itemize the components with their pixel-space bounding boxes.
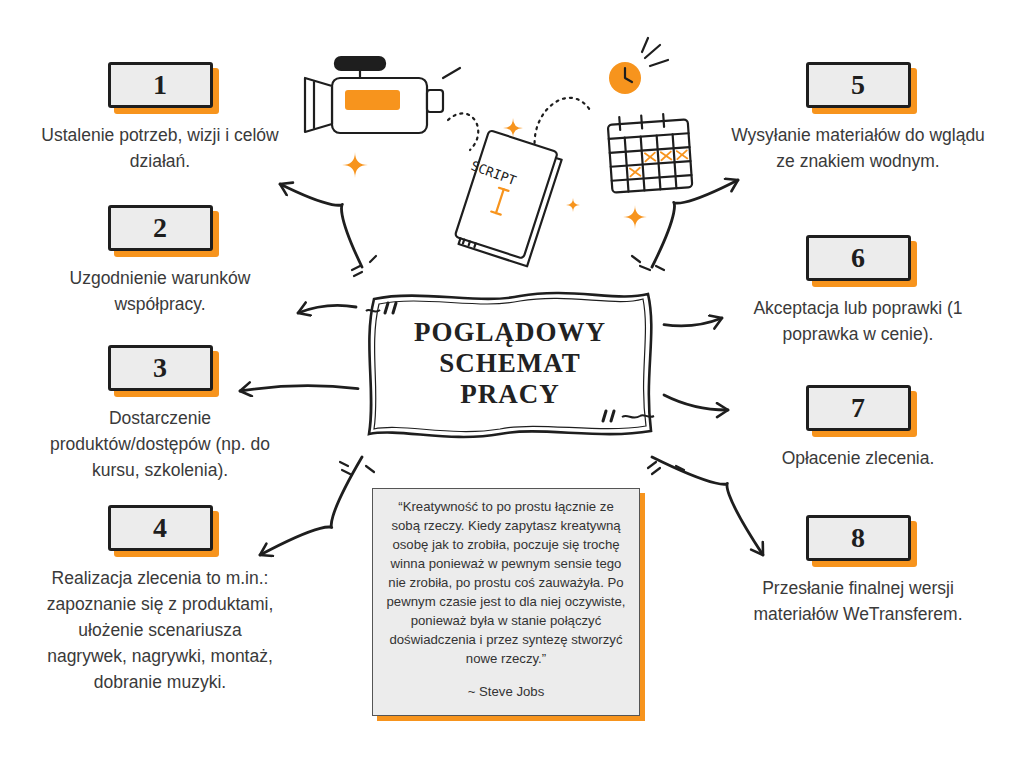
title-text: POGLĄDOWY SCHEMAT PRACY: [395, 317, 625, 410]
step-number: 4: [108, 505, 213, 551]
step-text: Akceptacja lub poprawki (1 poprawka w ce…: [728, 295, 988, 347]
step-number: 5: [806, 62, 911, 108]
step-node: 6Akceptacja lub poprawki (1 poprawka w c…: [728, 235, 988, 347]
curly-arrow: [664, 318, 722, 326]
quote-author: ~ Steve Jobs: [385, 682, 627, 701]
step-node: 5Wysyłanie materiałów do wglądu ze znaki…: [728, 62, 988, 174]
step-node: 4Realizacja zlecenia to m.in.: zapoznani…: [40, 505, 280, 695]
step-node: 7Opłacenie zlecenia.: [728, 385, 988, 471]
step-node: 1Ustalenie potrzeb, wizji i celów działa…: [30, 62, 290, 174]
step-text: Dostarczenie produktów/dostępów (np. do …: [30, 405, 290, 483]
step-node: 3Dostarczenie produktów/dostępów (np. do…: [30, 345, 290, 483]
curly-arrow: [664, 395, 728, 410]
step-text: Przesłanie finalnej wersji materiałów We…: [738, 575, 978, 627]
curly-arrow: [240, 386, 358, 391]
step-text: Ustalenie potrzeb, wizji i celów działań…: [30, 122, 290, 174]
step-number: 7: [806, 385, 911, 431]
quote-box: “Kreatywność to po prostu łącznie ze sob…: [372, 488, 640, 716]
curly-arrow: [652, 180, 738, 267]
step-number: 8: [806, 515, 911, 561]
step-node: 8Przesłanie finalnej wersji materiałów W…: [738, 515, 978, 627]
step-number: 1: [108, 62, 213, 108]
quote-text: “Kreatywność to po prostu łącznie ze sob…: [385, 497, 627, 668]
curly-arrow: [280, 184, 362, 267]
step-number: 6: [806, 235, 911, 281]
curly-arrow: [298, 305, 356, 313]
step-node: 2Uzgodnienie warunków współpracy.: [30, 205, 290, 317]
step-text: Opłacenie zlecenia.: [728, 445, 988, 471]
step-text: Wysyłanie materiałów do wglądu ze znakie…: [728, 122, 988, 174]
curly-arrow: [652, 457, 763, 555]
step-number: 2: [108, 205, 213, 251]
title-frame: POGLĄDOWY SCHEMAT PRACY: [360, 283, 660, 443]
step-number: 3: [108, 345, 213, 391]
step-text: Uzgodnienie warunków współpracy.: [30, 265, 290, 317]
step-text: Realizacja zlecenia to m.in.: zapoznanie…: [40, 565, 280, 695]
